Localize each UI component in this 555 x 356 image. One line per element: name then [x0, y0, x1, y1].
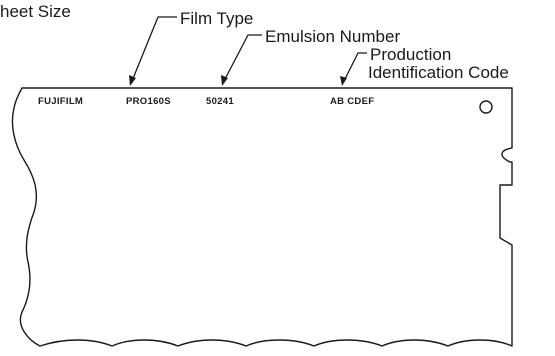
film-type-leader: [131, 16, 177, 82]
production-callout-line1: Production: [370, 45, 451, 64]
production-leader: [343, 52, 367, 82]
production-arrowhead: [340, 76, 347, 86]
emulsion-number-arrowhead: [221, 75, 228, 86]
film-type-callout: Film Type: [180, 9, 253, 28]
edge-film-type: PRO160S: [126, 96, 171, 107]
emulsion-number-callout: Emulsion Number: [265, 27, 400, 46]
sheet-size-callout: heet Size: [0, 2, 71, 21]
production-callout-line2: Identification Code: [368, 63, 509, 82]
edge-emulsion-number: 50241: [206, 96, 234, 107]
edge-brand: FUJIFILM: [38, 96, 83, 107]
film-sheet-outline: [11, 87, 513, 347]
edge-production-code: AB CDEF: [330, 96, 374, 107]
emulsion-number-leader: [223, 34, 262, 82]
film-type-arrowhead: [129, 75, 136, 86]
notch-hole-icon: [479, 100, 493, 114]
